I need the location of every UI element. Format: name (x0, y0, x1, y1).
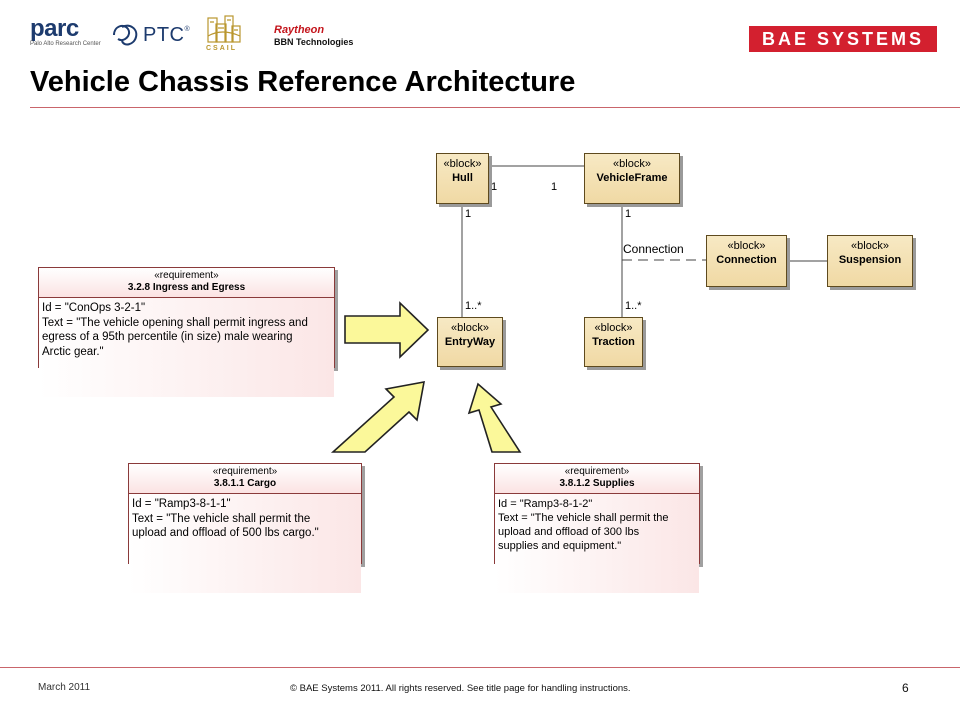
requirement-line: Id = "Ramp3-8-1-1" (132, 498, 231, 510)
multiplicity-frame-traction-bottom: 1..* (625, 300, 642, 312)
multiplicity-hull-entry-bottom: 1..* (465, 300, 482, 312)
block-stereotype: «block» (727, 240, 766, 252)
block-stereotype: «block» (613, 158, 651, 170)
header-divider (30, 107, 960, 108)
block-name: Connection (716, 254, 777, 266)
requirement-line: Id = "ConOps 3-2-1" (42, 302, 146, 314)
multiplicity-hull-frame-right: 1 (551, 181, 558, 193)
requirement-line: upload and offload of 500 lbs cargo." (132, 527, 319, 539)
footer-copyright: © BAE Systems 2011. All rights reserved.… (290, 683, 631, 694)
block-name: VehicleFrame (596, 172, 668, 184)
parc-logo-subtitle: Palo Alto Research Center (30, 41, 101, 47)
requirement-stereotype: «requirement» (154, 270, 219, 281)
requirement-name: 3.2.8 Ingress and Egress (127, 282, 246, 293)
block-name: Suspension (838, 254, 902, 266)
block-hull[interactable]: «block» Hull (436, 153, 489, 204)
requirement-line: upload and offload of 300 lbs (498, 526, 640, 538)
requirement-body: Id = "Ramp3-8-1-2" Text = "The vehicle s… (495, 494, 699, 593)
requirement-cargo[interactable]: «requirement» 3.8.1.1 Cargo Id = "Ramp3-… (128, 463, 362, 593)
ingress-satisfy-arrow (344, 301, 430, 359)
requirement-header: «requirement» 3.8.1.2 Supplies (495, 464, 699, 494)
ptc-logo-word: PTC (143, 23, 185, 46)
association-class-label: Connection (623, 242, 684, 256)
block-name: Traction (592, 336, 635, 348)
requirement-line: Id = "Ramp3-8-1-2" (498, 498, 593, 510)
footer-divider (0, 667, 960, 668)
ptc-registered-mark: ® (184, 26, 190, 33)
multiplicity-frame-traction-top: 1 (625, 208, 632, 220)
requirement-name: 3.8.1.1 Cargo (213, 478, 277, 489)
block-traction[interactable]: «block» Traction (584, 317, 643, 367)
requirement-line: Arctic gear." (42, 345, 104, 358)
requirement-ingress-egress[interactable]: «requirement» 3.2.8 Ingress and Egress I… (38, 267, 335, 397)
block-connection[interactable]: «block» Connection (706, 235, 787, 287)
csail-building-icon (207, 15, 241, 43)
parc-logo: parc Palo Alto Research Center (30, 15, 101, 48)
requirement-body: Id = "ConOps 3-2-1" Text = "The vehicle … (39, 298, 334, 397)
raytheon-logo-word: Raytheon (274, 24, 325, 36)
block-stereotype: «block» (451, 322, 489, 334)
requirement-line: egress of a 95th percentile (in size) ma… (42, 331, 293, 343)
requirement-supplies[interactable]: «requirement» 3.8.1.2 Supplies Id = "Ram… (494, 463, 700, 593)
block-stereotype: «block» (443, 158, 482, 170)
block-name: EntryWay (444, 336, 496, 348)
block-vehicle-frame[interactable]: «block» VehicleFrame (584, 153, 680, 204)
requirement-body: Id = "Ramp3-8-1-1" Text = "The vehicle s… (129, 494, 361, 593)
ptc-swirl-icon (113, 24, 138, 46)
parc-logo-word: parc (30, 15, 79, 42)
requirement-header: «requirement» 3.8.1.1 Cargo (129, 464, 361, 494)
cargo-satisfy-arrow (330, 381, 425, 453)
block-stereotype: «block» (594, 322, 633, 334)
requirement-stereotype: «requirement» (564, 466, 630, 477)
block-stereotype: «block» (851, 240, 889, 252)
multiplicity-hull-entry-top: 1 (465, 208, 472, 220)
supplies-satisfy-arrow (467, 382, 522, 453)
page-title: Vehicle Chassis Reference Architecture (30, 66, 576, 98)
block-name: Hull (452, 172, 473, 184)
bae-systems-logo: BAE SYSTEMS (749, 26, 937, 52)
requirement-header: «requirement» 3.2.8 Ingress and Egress (39, 268, 334, 298)
ptc-logo: PTC ® (110, 20, 190, 50)
csail-logo: CSAIL (202, 14, 246, 52)
block-entryway[interactable]: «block» EntryWay (437, 317, 503, 367)
requirement-name: 3.8.1.2 Supplies (559, 478, 635, 489)
multiplicity-hull-frame-left: 1 (491, 181, 498, 193)
raytheon-bbn-logo: Raytheon BBN Technologies (274, 24, 353, 48)
requirement-line: supplies and equipment." (498, 540, 622, 552)
bbn-logo-subtitle: BBN Technologies (274, 37, 354, 47)
footer-date: March 2011 (38, 682, 91, 693)
page-number: 6 (902, 681, 909, 695)
block-suspension[interactable]: «block» Suspension (827, 235, 913, 287)
requirement-line: Text = "The vehicle shall permit the (498, 512, 669, 524)
csail-logo-word: CSAIL (206, 45, 237, 52)
requirement-stereotype: «requirement» (212, 466, 278, 477)
requirement-line: Text = "The vehicle opening shall permit… (42, 316, 308, 329)
requirement-line: Text = "The vehicle shall permit the (132, 512, 311, 525)
